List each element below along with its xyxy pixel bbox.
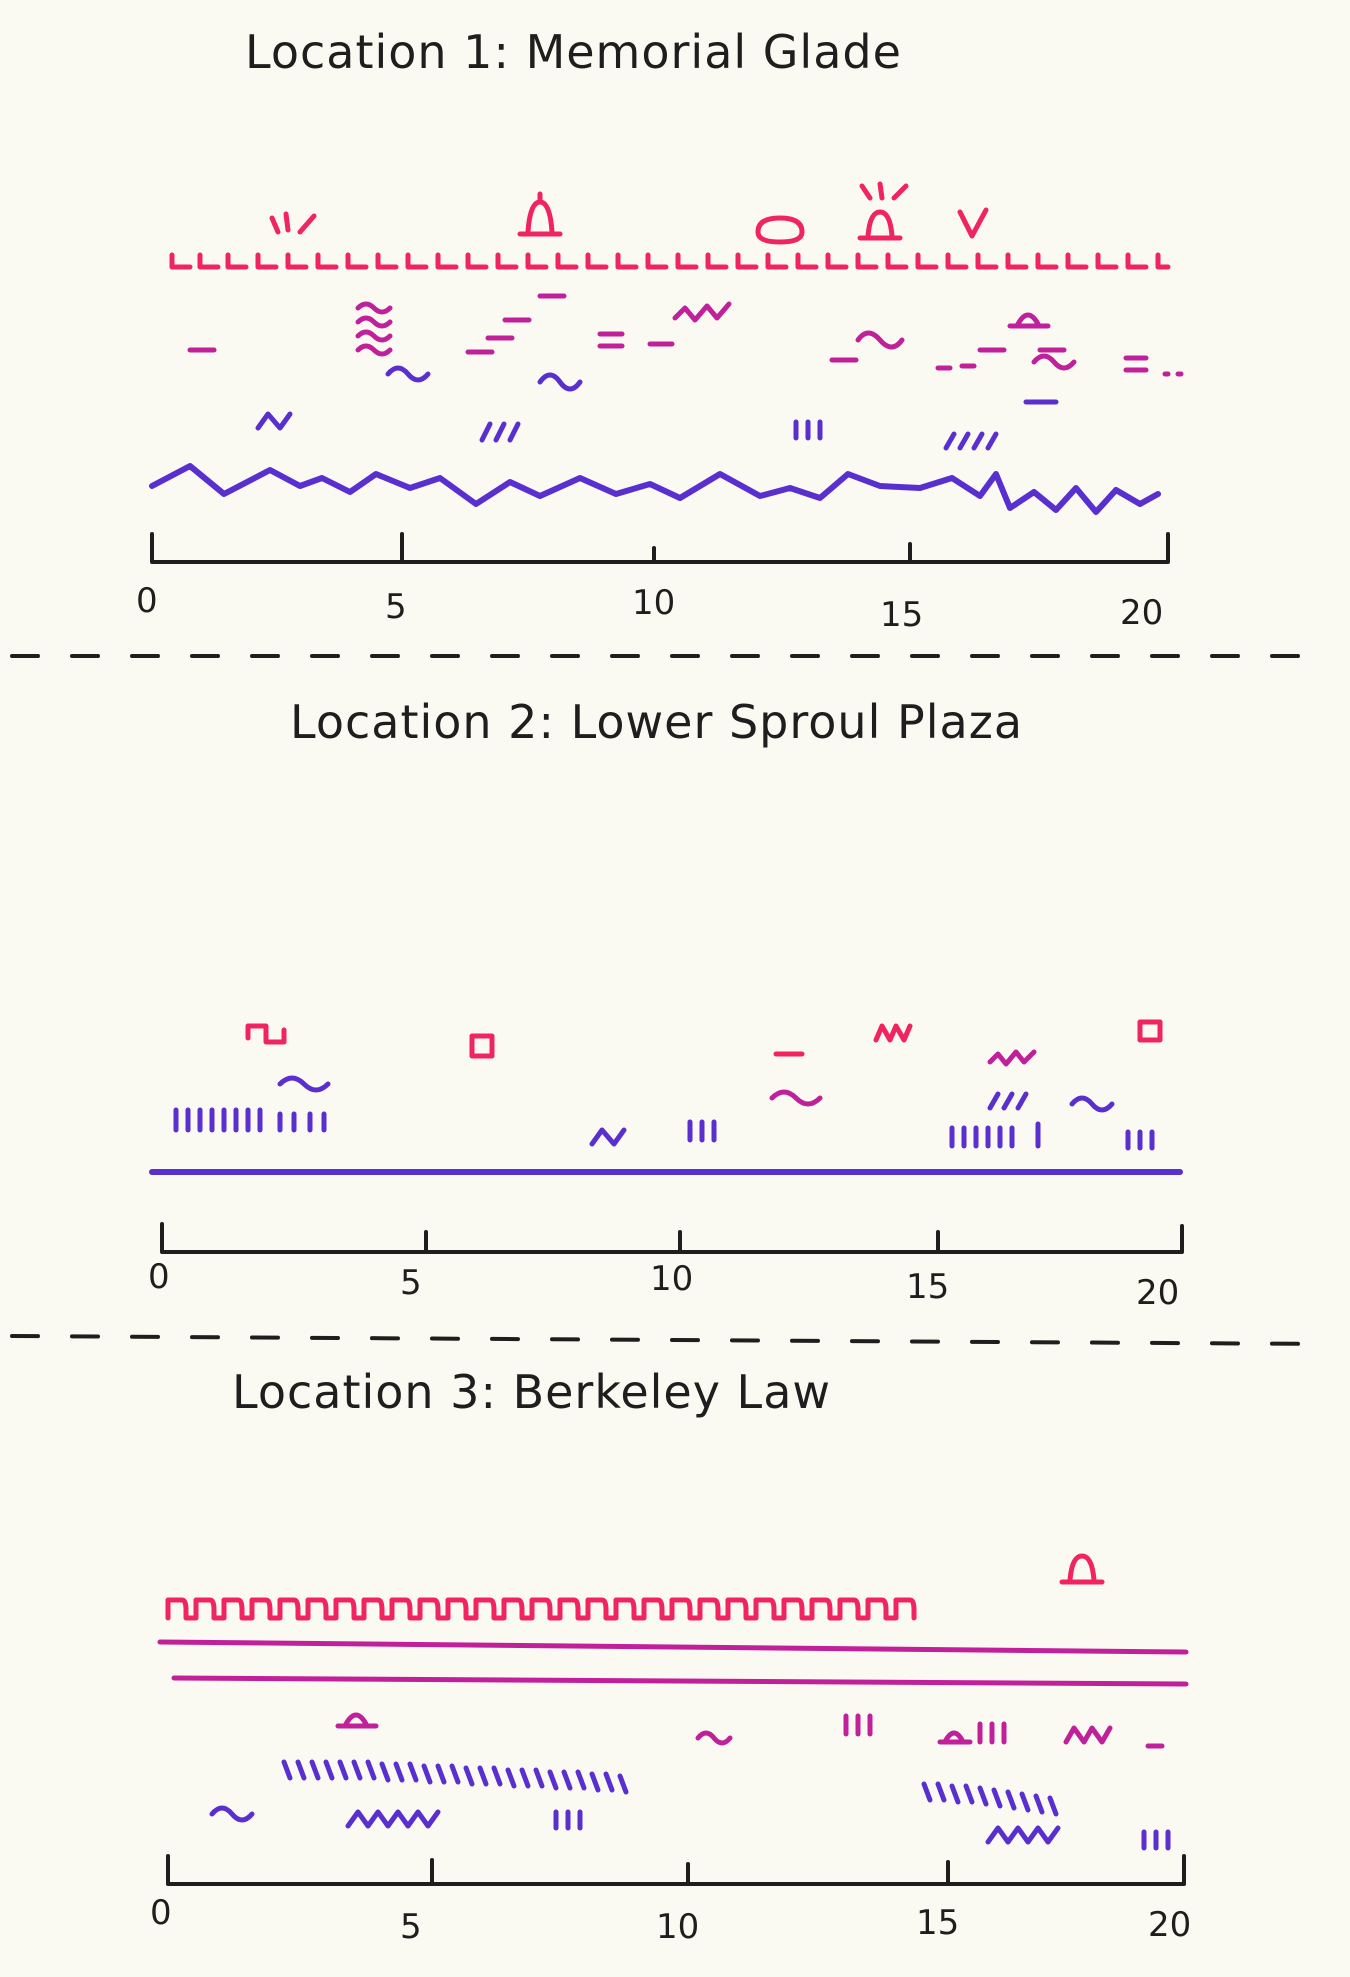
- tick-label: 10: [650, 1259, 693, 1299]
- bell-icon: [517, 191, 563, 237]
- slash-marks: [943, 431, 999, 451]
- tick-label: 20: [1120, 593, 1163, 633]
- panel-memorial-glade: Location 1: Memorial Glade: [136, 25, 1184, 635]
- n-wave-icon: [589, 1127, 627, 1147]
- tilde-icon: [855, 330, 905, 350]
- tally-marks: [1125, 1129, 1155, 1151]
- ambient-line-1: [157, 1639, 1189, 1655]
- square-icon: [1137, 1019, 1163, 1043]
- tilde-icon: [277, 1075, 331, 1093]
- section-divider: [10, 1334, 1332, 1346]
- chirp-icon: [269, 211, 317, 235]
- tilde-icon: [769, 1089, 823, 1107]
- tilde-icon: [695, 1730, 733, 1746]
- slash-marks: [987, 1091, 1029, 1111]
- zigzag-icon: [1063, 1725, 1113, 1745]
- oval-icon: [755, 215, 805, 245]
- voice-icon: [335, 1712, 379, 1729]
- tick-label: 20: [1148, 1905, 1191, 1945]
- tick-label: 5: [400, 1907, 422, 1947]
- tick-label: 0: [136, 581, 158, 621]
- tick-label: 5: [385, 587, 407, 627]
- tilde-icon: [537, 372, 583, 392]
- tally-marks: [1141, 1829, 1171, 1851]
- tick-label: 15: [916, 1903, 959, 1943]
- tick-label: 20: [1136, 1273, 1179, 1313]
- tick-label: 10: [656, 1907, 699, 1947]
- bell-icon: [857, 209, 903, 241]
- slash-marks: [281, 1759, 629, 1795]
- v-icon: [957, 207, 989, 239]
- tick-label: 15: [880, 595, 923, 635]
- tally-marks: [553, 1809, 583, 1831]
- tally-marks: [949, 1121, 1041, 1149]
- panel-berkeley-law: Location 3: Berkeley Law 0 5 10 15 20: [150, 1365, 1191, 1947]
- tally-marks: [687, 1119, 717, 1143]
- tick-label: 0: [150, 1893, 172, 1933]
- zigzag-icon: [985, 1825, 1061, 1845]
- slash-marks: [479, 421, 521, 443]
- wave-stack-icon: [355, 301, 393, 357]
- panel-1-title: Location 1: Memorial Glade: [245, 25, 902, 79]
- bell-icon: [1059, 1553, 1105, 1585]
- equals-icon: [597, 331, 625, 349]
- panel-3-axis: 0 5 10 15 20: [150, 1854, 1191, 1947]
- tally-marks: [793, 419, 823, 441]
- panel-2-title: Location 2: Lower Sproul Plaza: [290, 695, 1023, 749]
- tilde-icon: [209, 1805, 255, 1823]
- panel-1-axis: 0 5 10 15 20: [136, 532, 1170, 635]
- tick-label: 5: [400, 1263, 422, 1303]
- voice-icon: [1007, 312, 1051, 329]
- tally-marks: [843, 1713, 873, 1737]
- tick-label: 15: [906, 1267, 949, 1307]
- panel-3-title: Location 3: Berkeley Law: [232, 1365, 831, 1419]
- zigzag-icon: [672, 301, 732, 323]
- square-wave-icon: [245, 1023, 287, 1045]
- dash-mark: [465, 293, 567, 355]
- ambient-line-2: [171, 1675, 1189, 1687]
- l-symbol-row: [169, 252, 1171, 270]
- tally-marks: [173, 1107, 327, 1133]
- panel-2-axis: 0 5 10 15 20: [148, 1222, 1184, 1313]
- equals-icon: [1123, 355, 1149, 373]
- panel-lower-sproul-plaza: Location 2: Lower Sproul Plaza 0 5 10 15…: [148, 695, 1184, 1313]
- tilde-icon: [1031, 347, 1077, 371]
- tilde-icon: [385, 365, 431, 383]
- tick-label: 10: [632, 583, 675, 623]
- dash-mark: [935, 363, 977, 371]
- slash-marks: [921, 1781, 1059, 1817]
- zigzag-icon: [345, 1809, 441, 1829]
- chirp-icon: [859, 181, 909, 201]
- square-icon: [469, 1033, 495, 1059]
- zigzag-icon: [987, 1049, 1037, 1067]
- n-wave-icon: [255, 411, 293, 431]
- tally-marks: [977, 1721, 1007, 1745]
- voice-icon: [937, 1730, 973, 1745]
- square-wave-line: [165, 1597, 917, 1621]
- tick-label: 0: [148, 1257, 170, 1297]
- ambient-zigzag-line: [149, 463, 1161, 515]
- m-icon: [873, 1023, 913, 1043]
- tilde-icon: [1069, 1095, 1115, 1113]
